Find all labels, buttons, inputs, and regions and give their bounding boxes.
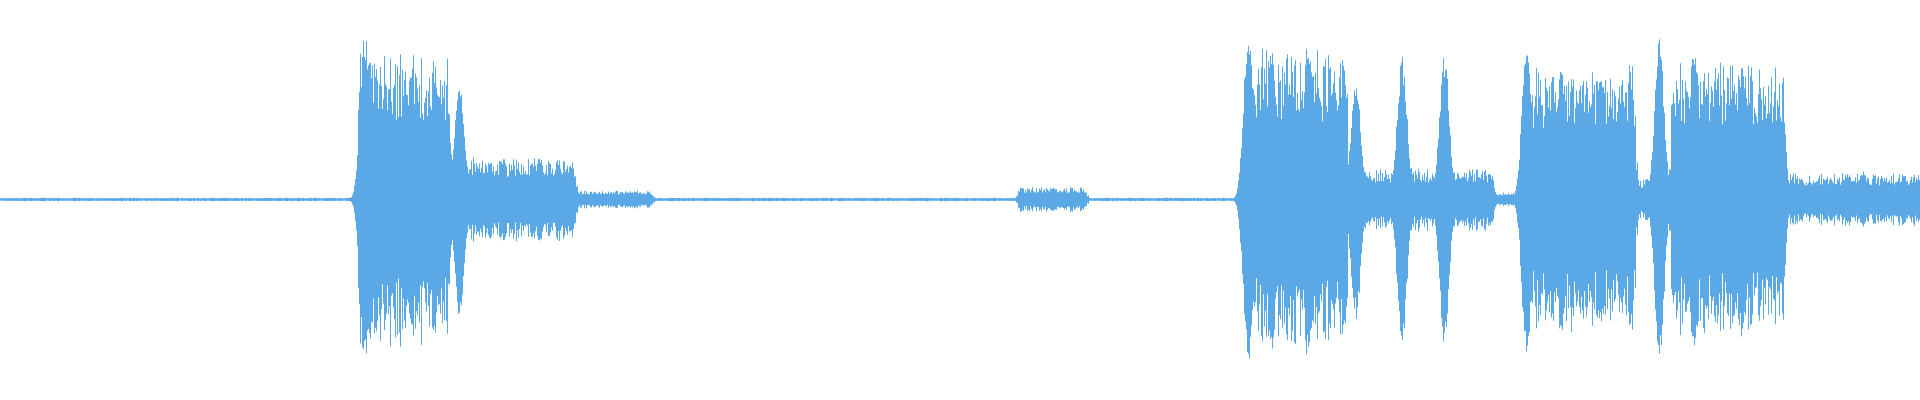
waveform-path: [0, 39, 1920, 359]
waveform-samples: [0, 39, 1920, 359]
